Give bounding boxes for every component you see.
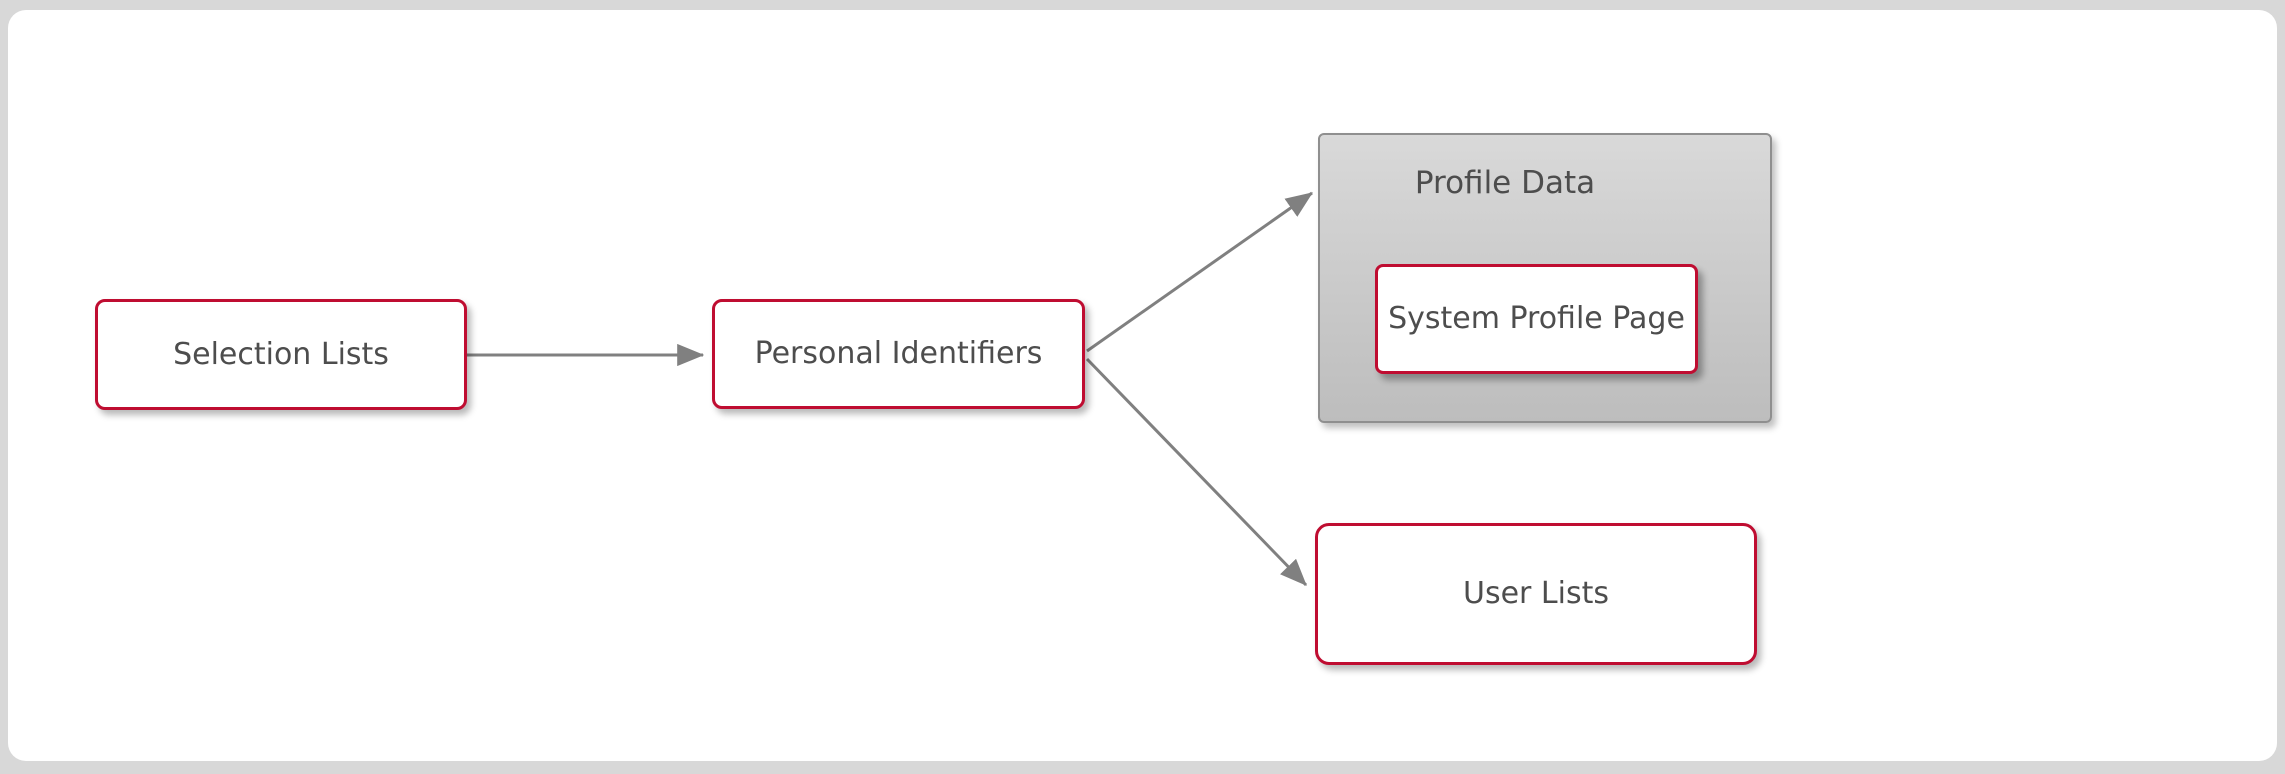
- group-profile-data-label: Profile Data: [1414, 165, 1596, 201]
- node-personal-identifiers-label: Personal Identifiers: [754, 336, 1043, 372]
- node-system-profile-page-label: System Profile Page: [1388, 301, 1685, 337]
- node-system-profile-page[interactable]: System Profile Page: [1375, 264, 1698, 374]
- node-user-lists[interactable]: User Lists: [1315, 523, 1757, 665]
- node-personal-identifiers[interactable]: Personal Identifiers: [712, 299, 1085, 409]
- node-user-lists-label: User Lists: [1463, 576, 1609, 612]
- node-selection-lists[interactable]: Selection Lists: [95, 299, 467, 410]
- node-selection-lists-label: Selection Lists: [173, 336, 389, 372]
